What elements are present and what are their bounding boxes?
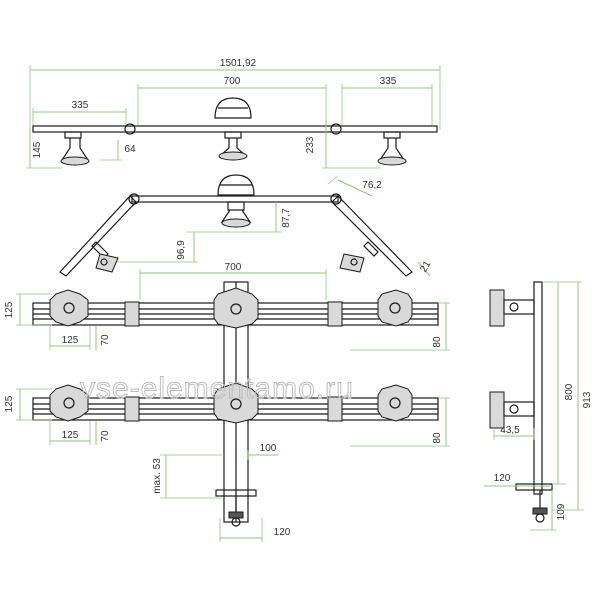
label-pole-w: 100 (260, 443, 277, 454)
label-max-clamp: max. 53 (152, 458, 163, 494)
vesa-plate-center (213, 287, 259, 329)
label-height-800: 800 (564, 383, 575, 400)
label-clamp-offset: 64 (124, 144, 136, 155)
side-pole (533, 281, 543, 495)
label-side-clamp: 109 (556, 503, 567, 520)
angled-view: 76,2 87,7 96,9 21 (59, 174, 434, 277)
label-side-offset: 43,5 (500, 425, 520, 436)
mount-right (377, 131, 407, 166)
label-upper-span: 700 (225, 262, 242, 273)
lower-vesa-plate-right (377, 384, 413, 422)
label-side-base: 120 (494, 473, 511, 484)
mount-left (60, 131, 90, 166)
top-bar (32, 125, 438, 133)
angled-arm-left (59, 195, 137, 277)
label-height-913: 913 (582, 391, 593, 408)
side-head-lower (489, 391, 535, 429)
angled-mount-left (91, 241, 119, 273)
label-drop-b: 96,9 (176, 240, 187, 260)
watermark-text: vse-elementamo.ru (80, 372, 354, 405)
label-lower-vesa-h: 70 (100, 430, 111, 442)
joint-left (124, 123, 136, 135)
lower-vesa-plate-left (49, 384, 89, 422)
angled-mount-center (220, 201, 252, 228)
label-height-right: 233 (305, 136, 316, 153)
vesa-plate-right (377, 289, 413, 327)
label-lower-vesa-w: 125 (62, 430, 79, 441)
front-view-lower: 125 125 70 80 100 max. 53 (4, 382, 450, 542)
label-height-left: 145 (32, 141, 43, 158)
side-clamp (515, 483, 553, 523)
mount-center (218, 131, 248, 161)
front-view-upper: 700 125 125 (4, 262, 450, 523)
label-angle-len: 76,2 (362, 180, 382, 191)
label-arm-w: 21 (418, 259, 433, 275)
angled-arm-right (331, 195, 413, 277)
label-lower-bar-h: 80 (432, 432, 443, 444)
label-upper-bar-h: 80 (432, 336, 443, 348)
label-upper-mount-h: 125 (4, 301, 15, 318)
label-base-w: 120 (274, 527, 291, 538)
lower-vesa-plate-center (213, 382, 259, 424)
front-clamp (215, 489, 257, 527)
side-head-upper (489, 289, 535, 327)
label-drop-a: 87,7 (281, 208, 292, 228)
label-lower-mount-h: 125 (4, 395, 15, 412)
top-view: 1501,92 700 335 335 (26, 58, 441, 169)
angled-mount-right (339, 241, 379, 273)
side-view: 800 913 43,5 120 109 (484, 281, 593, 531)
label-total-width: 1501,92 (220, 58, 257, 69)
center-dome (214, 97, 252, 119)
label-upper-vesa-w: 125 (62, 335, 79, 346)
label-upper-vesa-h: 70 (100, 334, 111, 346)
label-center-span: 700 (224, 76, 241, 87)
angled-dome (217, 174, 255, 196)
vesa-plate-left (49, 289, 89, 327)
label-left-span: 335 (72, 100, 89, 111)
label-right-span: 335 (380, 76, 397, 87)
joint-right (330, 123, 342, 135)
